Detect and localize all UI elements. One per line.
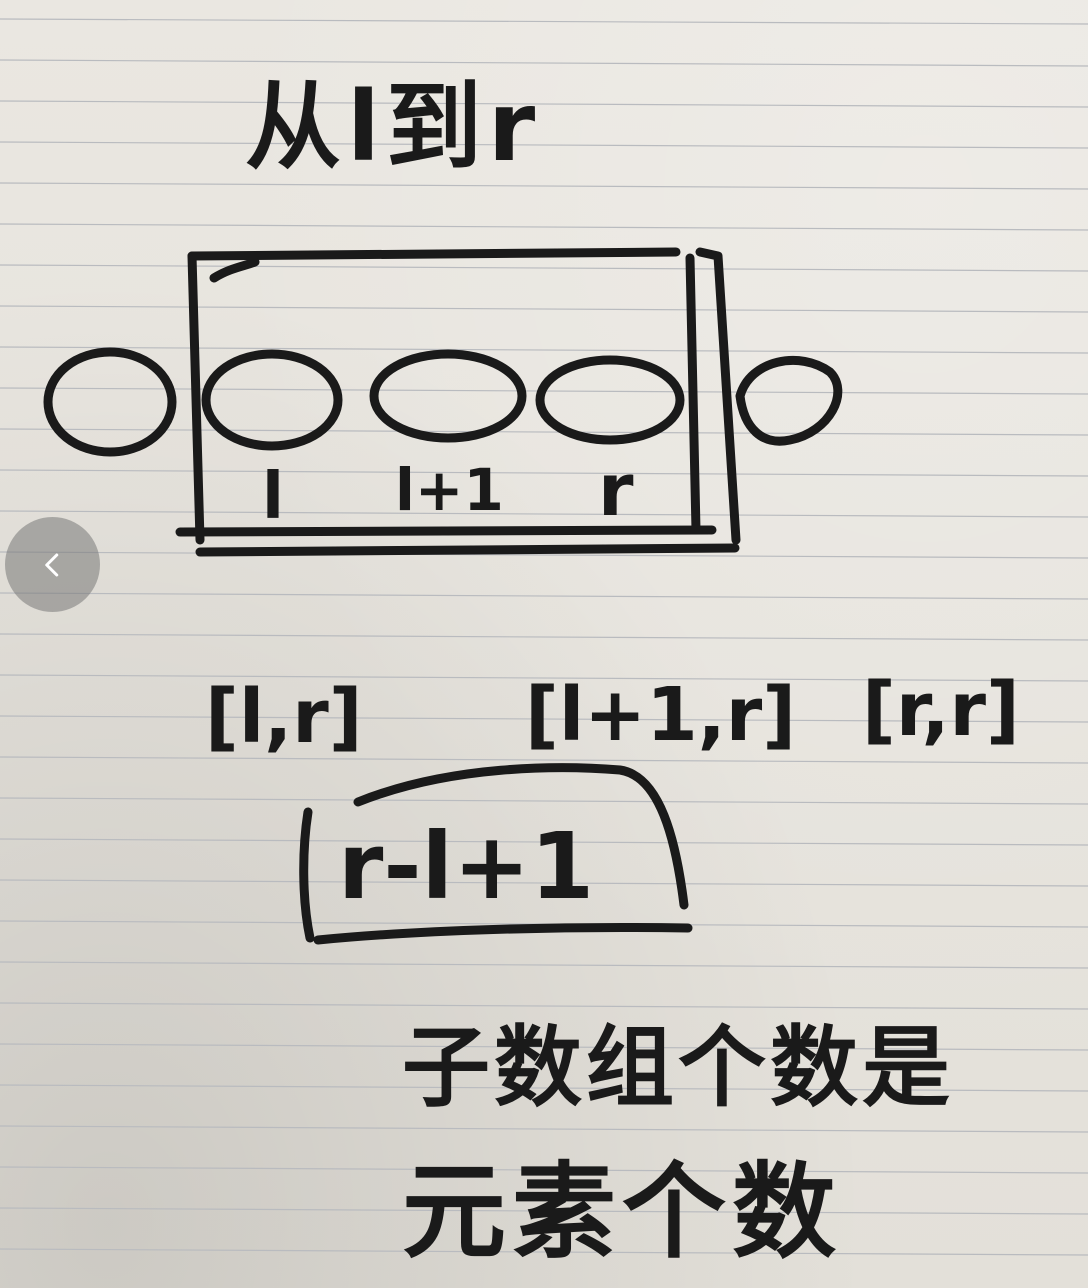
conclusion-line-1: 子数组个数是	[402, 1016, 954, 1119]
index-label-r: r	[598, 448, 634, 532]
index-label-l-plus-1: l+1	[395, 456, 504, 524]
formula-enclosure	[299, 763, 693, 945]
interval-l-r: [l,r]	[205, 674, 363, 760]
element-r	[535, 355, 685, 445]
formula-count: r-l+1	[338, 813, 594, 920]
interval-r-r: [r,r]	[862, 667, 1020, 753]
element-outside-left	[43, 347, 177, 457]
array-elements	[43, 347, 843, 457]
element-l-plus-1	[369, 349, 527, 443]
note-heading: 从l到r	[245, 71, 541, 183]
index-label-l: l	[262, 460, 284, 534]
chevron-left-icon	[44, 553, 58, 576]
conclusion-line-2: 元素个数	[402, 1151, 842, 1273]
interval-l1-r: [l+1,r]	[525, 672, 796, 758]
array-window-box	[175, 247, 741, 557]
previous-image-button[interactable]	[5, 517, 100, 612]
element-l	[201, 349, 343, 451]
element-outside-right	[735, 355, 843, 446]
